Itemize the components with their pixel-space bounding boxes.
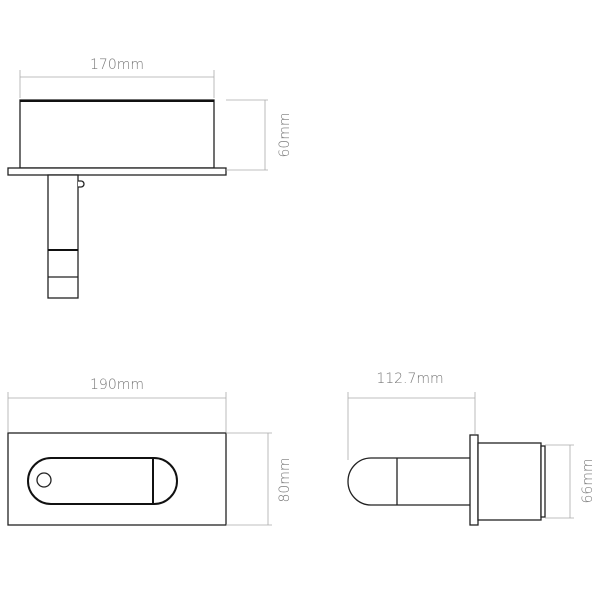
side-view: 170mm 60mm xyxy=(7,57,293,299)
arm-profile xyxy=(347,457,470,506)
housing-box xyxy=(19,99,215,169)
front-height-label: 80mm xyxy=(277,457,293,502)
housing-body xyxy=(477,442,542,521)
housing-lip xyxy=(540,445,546,518)
side-width-label: 170mm xyxy=(90,57,144,73)
side-height-label: 60mm xyxy=(277,112,293,157)
profile-width-label: 112.7mm xyxy=(376,371,443,387)
reading-arm xyxy=(27,457,178,505)
knob xyxy=(78,180,85,188)
profile-height-label: 66mm xyxy=(580,458,596,503)
profile-flange xyxy=(469,434,479,526)
front-view: 190mm 80mm xyxy=(7,377,293,526)
front-width-label: 190mm xyxy=(90,377,144,393)
profile-view: 112.7mm 66mm xyxy=(347,371,596,526)
flange xyxy=(7,167,227,176)
arm-stem xyxy=(47,174,79,299)
switch-button xyxy=(36,472,52,488)
